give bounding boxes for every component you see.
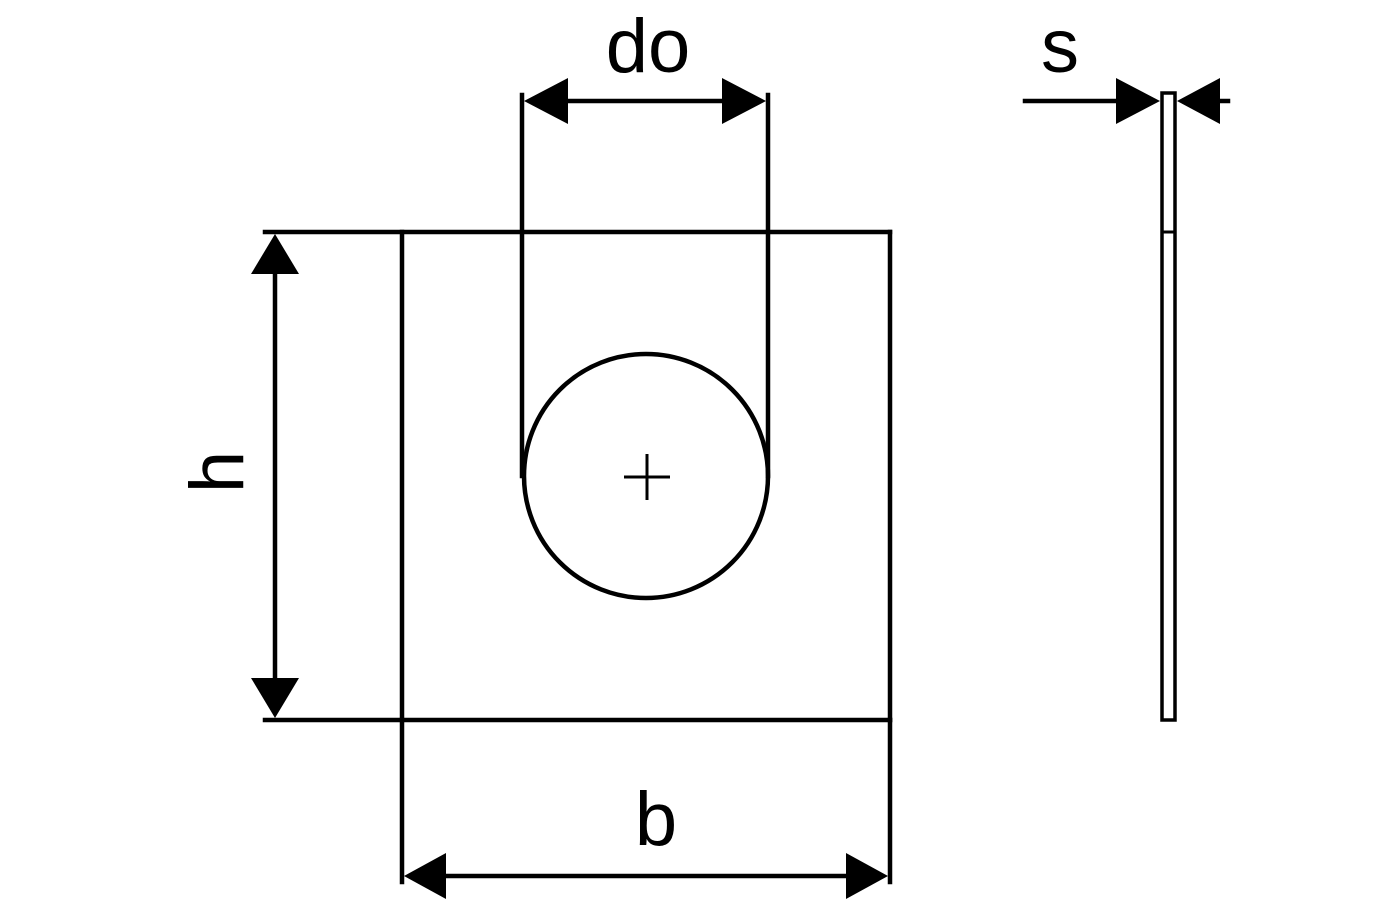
- h-arrow-down-icon: [251, 678, 299, 718]
- dimension-h: h: [175, 234, 299, 718]
- dimension-do: do: [524, 4, 766, 124]
- do-arrow-left-icon: [524, 78, 568, 124]
- b-label: b: [635, 777, 677, 862]
- hole-circle: [521, 351, 771, 601]
- do-arrow-right-icon: [722, 78, 766, 124]
- s-label: s: [1041, 4, 1079, 89]
- h-arrow-up-icon: [251, 234, 299, 274]
- do-label: do: [606, 4, 691, 89]
- s-arrow-left-icon: [1177, 78, 1220, 124]
- dimension-s: s: [1022, 4, 1231, 124]
- side-profile: [1160, 91, 1177, 722]
- b-arrow-left-icon: [404, 853, 446, 899]
- center-mark-icon: [624, 454, 670, 500]
- dimension-b: b: [399, 717, 893, 899]
- s-arrow-right-icon: [1116, 78, 1160, 124]
- b-arrow-right-icon: [846, 853, 888, 899]
- front-view: [262, 92, 893, 723]
- h-label: h: [175, 451, 260, 493]
- side-view: [1160, 91, 1177, 722]
